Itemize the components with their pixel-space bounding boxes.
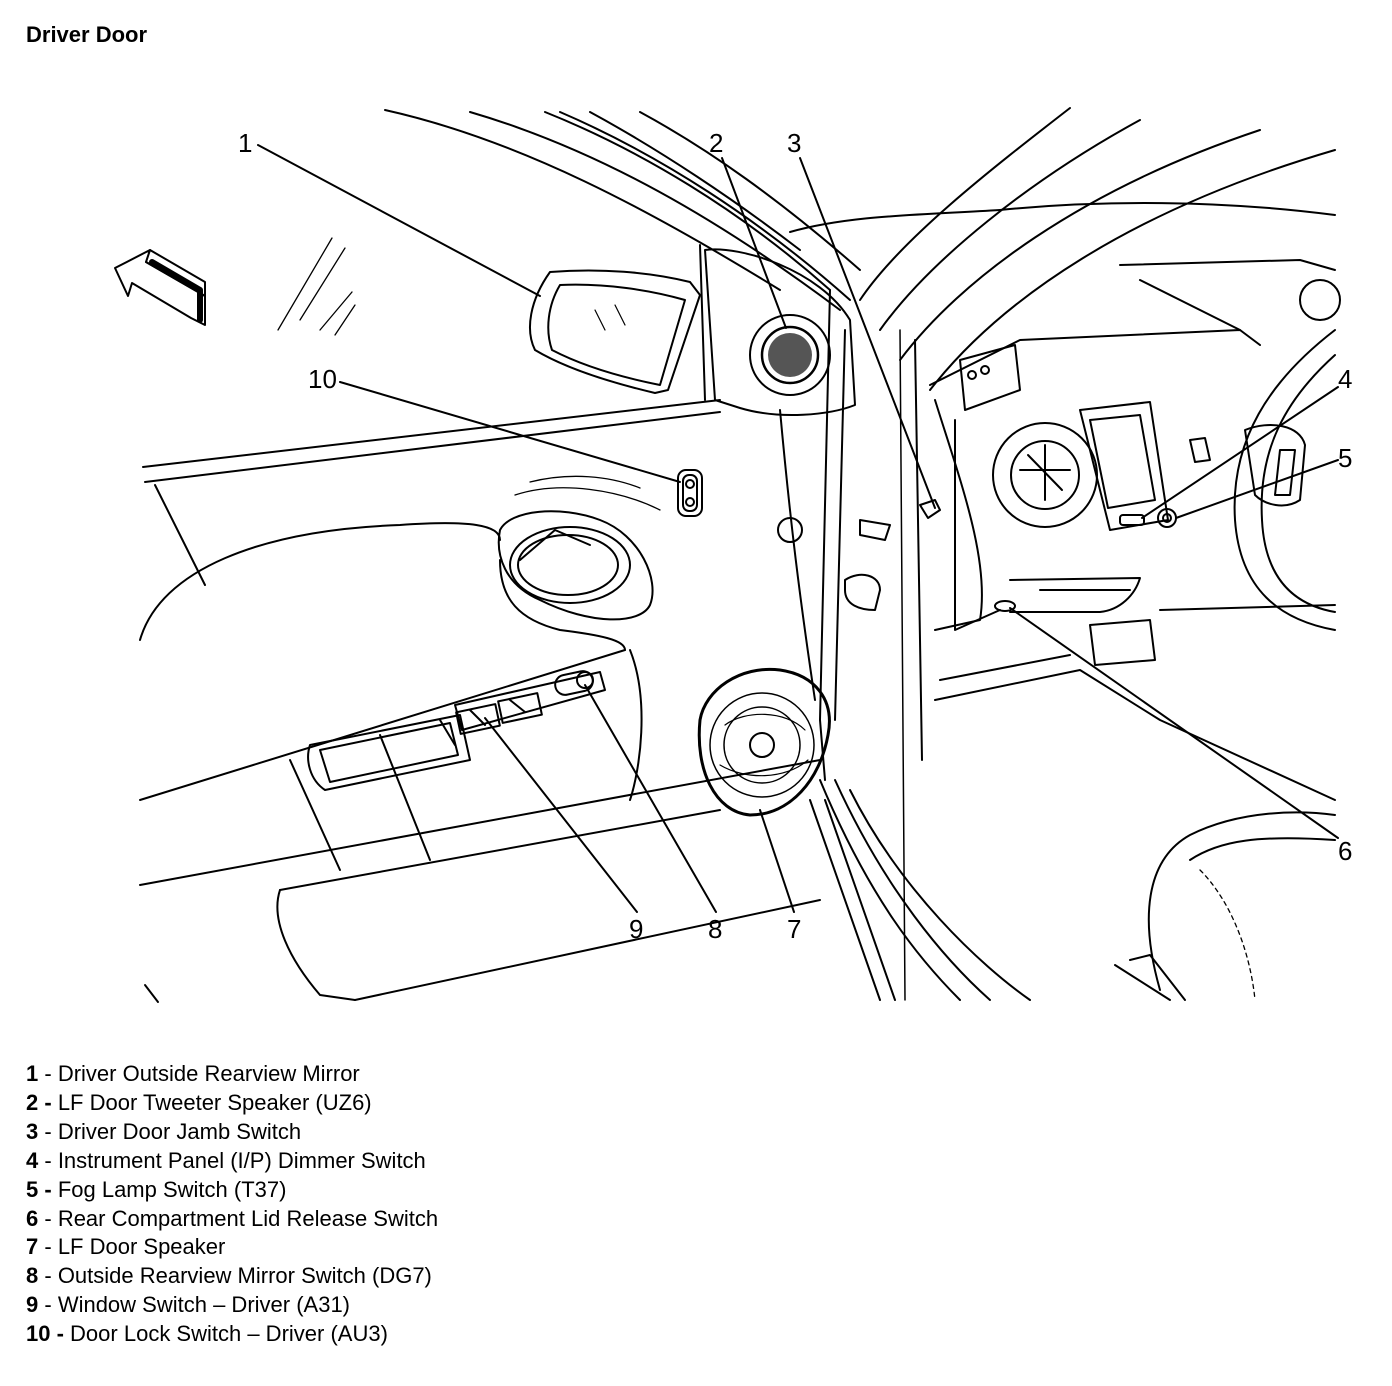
- door-handle: [497, 475, 661, 621]
- leader-lines: [257, 144, 1339, 913]
- driver-seat: [1114, 811, 1336, 1001]
- tweeter-speaker: [749, 314, 831, 396]
- callout-7: 7: [787, 914, 801, 944]
- callout-6: 6: [1338, 836, 1352, 866]
- window-glass: [277, 237, 356, 336]
- door-frame: [142, 244, 856, 781]
- callout-3: 3: [787, 128, 801, 158]
- driver-door-illustration: 1 2 3 4 5 6 7 8 9 10: [114, 107, 1352, 1003]
- callout-4: 4: [1338, 364, 1352, 394]
- outside-rearview-mirror: [529, 269, 701, 394]
- legend-item: 5 - Fog Lamp Switch (T37): [26, 1176, 287, 1202]
- legend-item: 7 - LF Door Speaker: [26, 1234, 226, 1260]
- rear-compartment-release-switch: [994, 600, 1016, 612]
- callout-9: 9: [629, 914, 643, 944]
- legend-item: 8 - Outside Rearview Mirror Switch (DG7): [26, 1263, 432, 1289]
- door-sill: [777, 517, 1031, 1001]
- door-lock-switch: [677, 469, 703, 517]
- legend-item: 2 - LF Door Tweeter Speaker (UZ6): [26, 1089, 372, 1115]
- callout-1: 1: [238, 128, 252, 158]
- legend-item: 9 - Window Switch – Driver (A31): [26, 1292, 350, 1318]
- door-speaker: [697, 667, 831, 817]
- door-jamb-switch: [899, 329, 941, 1001]
- armrest: [307, 714, 471, 791]
- callout-2: 2: [709, 128, 723, 158]
- legend-item: 3 - Driver Door Jamb Switch: [26, 1118, 302, 1144]
- component-legend: 1 - Driver Outside Rearview Mirror 2 - L…: [26, 1060, 438, 1349]
- legend-item: 1 - Driver Outside Rearview Mirror: [26, 1061, 360, 1086]
- callout-5: 5: [1338, 443, 1352, 473]
- a-pillar: [384, 107, 1336, 391]
- legend-item: 4 - Instrument Panel (I/P) Dimmer Switch: [26, 1147, 426, 1173]
- steering-wheel: [1189, 279, 1341, 631]
- callout-10: 10: [308, 364, 337, 394]
- page-title: Driver Door: [26, 22, 148, 47]
- door-panel: [139, 409, 821, 1001]
- legend-item: 10 - Door Lock Switch – Driver (AU3): [26, 1321, 388, 1347]
- callout-labels: 1 2 3 4 5 6 7 8 9 10: [238, 128, 1352, 944]
- callout-8: 8: [708, 914, 722, 944]
- legend-item: 6 - Rear Compartment Lid Release Switch: [26, 1205, 439, 1231]
- instrument-panel: [929, 259, 1336, 801]
- dimmer-switch: [1119, 514, 1145, 526]
- forward-arrow-icon: [114, 249, 206, 326]
- door-switch-bezel: [454, 670, 606, 735]
